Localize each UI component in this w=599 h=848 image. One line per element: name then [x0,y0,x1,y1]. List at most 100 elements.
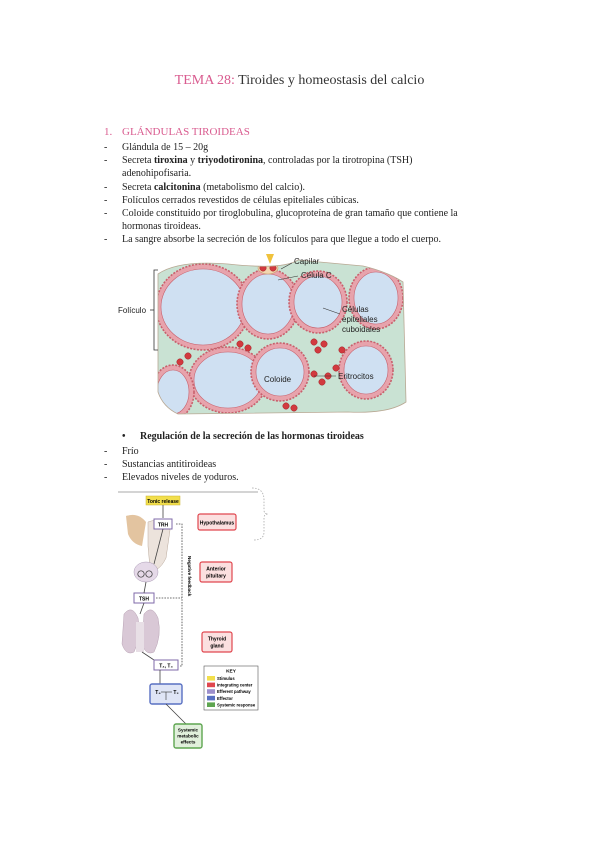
bullet-dot: • [122,431,126,442]
hpt-axis-figure: Tonic release TRH Hypothalamus TSH Anter… [118,491,259,749]
follicle-colloid [241,273,295,335]
follicle-colloid [343,345,389,395]
subsection-heading: • Regulación de la secreción de las hormo… [122,431,364,442]
leader-celulas [322,307,341,315]
list-item-text: y [187,155,198,167]
thyroid-lobe-right [141,609,160,654]
title-prefix: TEMA 28: [174,73,235,88]
erythrocyte [314,346,322,354]
t4t3-label: T₄, T₃ [159,664,173,670]
key-label: Efferent pathway [217,689,251,694]
systemic-effects-box [173,723,203,749]
erythrocyte [244,344,252,352]
list-item: Glándula de 15 – 20g [104,141,514,154]
follicle-colloid [160,268,246,346]
thyroid-follicle-figure: Capilar Célula C Células epiteliales cub… [118,254,407,415]
list-item-text: hormonas tiroideas. [122,221,201,233]
key-swatch [207,695,215,701]
list-item-text: Coloide constituido por tiroglobulina, g… [122,208,458,220]
label-foliculo: Folículo [118,306,147,315]
list-item-text: Secreta [122,155,154,167]
key-label: Stimulus [217,676,235,681]
section-heading: 1.GLÁNDULAS TIROIDEAS [104,126,250,138]
list-item: Frío [104,445,404,458]
section-number: 1. [104,126,113,138]
arrow-tsh-thyroid [139,602,145,615]
title-text: Tiroides y homeostasis del calcio [234,73,425,88]
tissue-outline [157,259,407,415]
capillary-pointer [266,254,274,264]
regulation-bullet-list: FríoSustancias antitiroideasElevados niv… [104,445,404,485]
arrow-thyroid-t4t3 [141,651,155,661]
erythrocyte [310,338,318,346]
effector-t4: T₄ [155,690,161,696]
key-label: Integrating center [217,683,253,688]
list-item-text: Secreta [122,181,154,193]
erythrocyte [318,378,326,386]
label-capilar: Capilar [294,257,320,266]
tsh-label: TSH [139,597,149,603]
key-swatch [207,682,215,688]
thyroid-gland-label-1: Thyroid [208,637,226,643]
follicle-bracket [153,269,158,351]
label-celula-c: Célula C [301,271,332,280]
key-swatch [207,676,215,681]
erythrocyte [338,346,346,354]
erythrocyte [332,364,340,372]
list-item-text: Glándula de 15 – 20g [122,142,209,153]
label-celulas-1: Células [342,305,369,314]
bold-term: triyodotironina [197,155,264,167]
erythrocyte [290,404,298,412]
follicle-colloid [353,271,399,325]
margin-bracket-path [251,487,269,541]
label-celulas-3: cuboidales [342,325,380,334]
negative-feedback-label: Negative feedback [187,556,192,597]
key-swatch [207,702,215,707]
follicle-colloid [158,369,190,414]
thyroid-gland-box [201,631,233,653]
erythrocyte [282,402,290,410]
thyroid-gland-label-2: gland [210,644,223,650]
list-item-text: (metabolismo del calcio). [200,181,306,193]
arrow-trh-pituitary [153,528,164,565]
list-item: Secreta tiroxina y triyodotironina, cont… [104,154,514,167]
list-item: Coloide constituido por tiroglobulina, g… [104,207,514,220]
label-coloide: Coloide [264,375,292,384]
erythrocyte [320,340,328,348]
erythrocyte [310,370,318,378]
key-title: KEY [226,669,237,675]
list-item: Folículos cerrados revestidos de células… [104,194,514,207]
list-item-text: adenohipofisaria. [122,168,192,180]
margin-bracket [251,487,269,541]
list-item: Sustancias antitiroideas [104,458,404,471]
list-item: La sangre absorbe la secreción de los fo… [104,233,514,246]
key-label: Systemic response [217,702,256,707]
bold-term: tiroxina [153,155,188,167]
trachea [136,622,144,652]
tonic-release-label: Tonic release [147,499,179,505]
list-item: hormonas tiroideas. [104,220,514,233]
anterior-pituitary-label-2: pituitary [206,574,226,580]
hypothalamus-tissue [126,514,146,546]
list-item: adenohipofisaria. [104,167,514,180]
label-celulas-2: epiteliales [342,315,378,324]
effector-t3: T₃ [173,690,179,696]
arrow-effector-systemic [165,703,187,725]
subsection-heading-text: Regulación de la secreción de las hormon… [140,431,364,442]
erythrocyte [236,340,244,348]
key-label: Effector [217,696,233,701]
anterior-pituitary-label-1: Anterior [206,567,226,573]
section-bullet-list: Glándula de 15 – 20gSecreta tiroxina y t… [104,141,514,247]
leader-celula-c [277,275,299,281]
bold-term: calcitonina [153,181,201,193]
follicle-colloid [255,347,305,397]
trh-label: TRH [158,523,169,529]
page-title: TEMA 28: Tiroides y homeostasis del calc… [0,73,599,89]
erythrocyte [184,352,192,360]
pituitary-cell-1 [137,570,145,578]
pituitary-cell-2 [145,570,153,578]
list-item: Elevados niveles de yoduros. [104,471,404,484]
t4t3-box [153,659,179,671]
